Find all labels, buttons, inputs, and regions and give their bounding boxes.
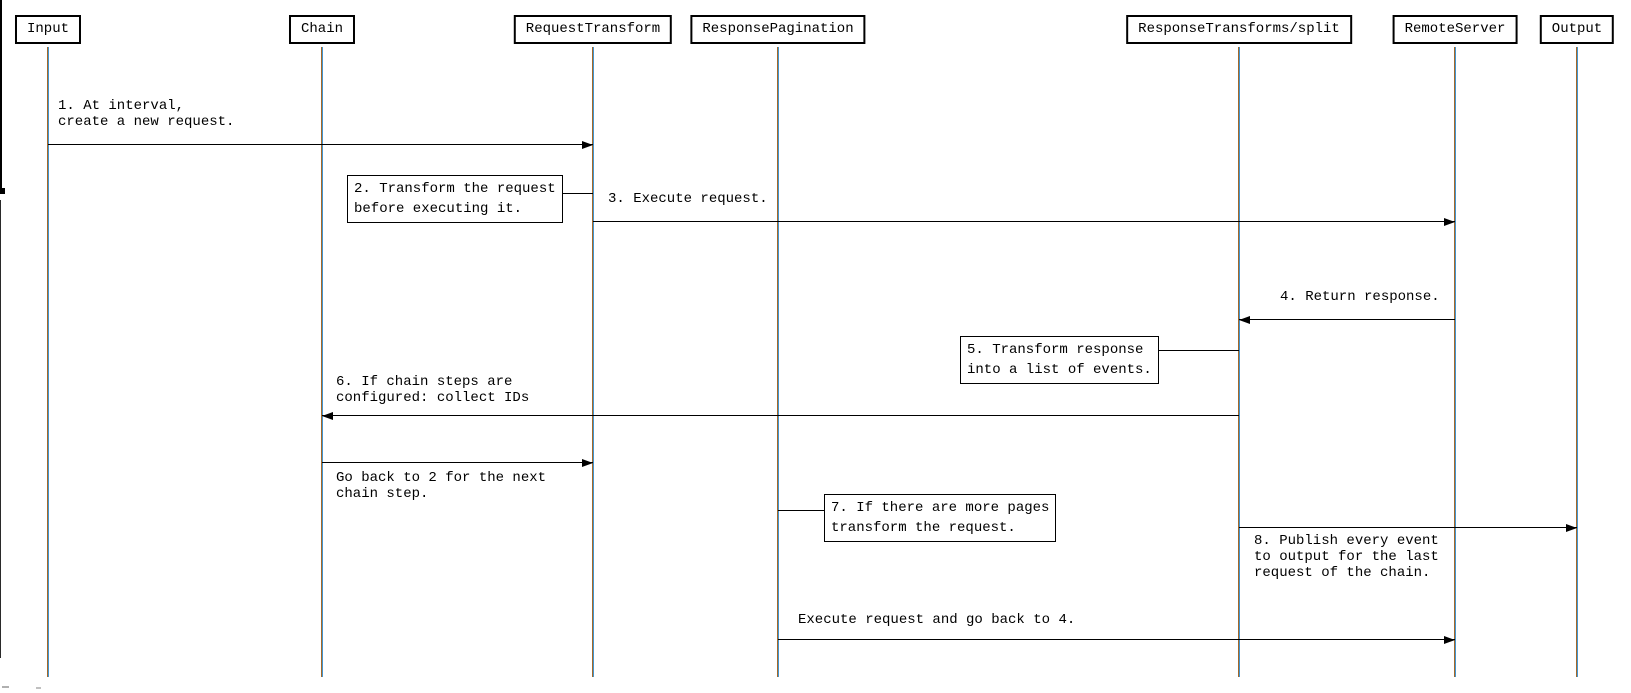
participant-request-transform: RequestTransform <box>513 15 673 44</box>
message-execute-arrowhead-icon <box>1444 636 1455 644</box>
message-1-arrowhead-icon <box>582 141 593 149</box>
message-6-label: 6. If chain steps are configured: collec… <box>336 374 530 406</box>
participant-response-transforms-split: ResponseTransforms/split <box>1126 15 1352 44</box>
note-5-connector <box>1100 350 1239 351</box>
message-6-line <box>322 415 1239 416</box>
message-goback-line <box>322 462 593 463</box>
participant-chain: Chain <box>288 15 356 44</box>
lifeline-response-transforms-split <box>1238 47 1240 677</box>
message-1-line <box>48 144 593 145</box>
message-goback-arrowhead-icon <box>582 459 593 467</box>
screen-edge-tick <box>0 188 5 194</box>
message-3-line <box>593 221 1455 222</box>
stray-mark-right-icon <box>36 687 41 689</box>
message-6-arrowhead-icon <box>322 412 333 420</box>
lifeline-remote-server <box>1454 47 1456 677</box>
message-8-arrowhead-icon <box>1566 524 1577 532</box>
message-execute-line <box>778 639 1455 640</box>
lifeline-output <box>1576 47 1578 677</box>
lifeline-chain <box>321 47 323 677</box>
message-3-label: 3. Execute request. <box>608 191 768 207</box>
message-4-label: 4. Return response. <box>1280 289 1440 305</box>
stray-mark-left-icon <box>2 686 9 688</box>
message-4-line <box>1239 319 1455 320</box>
message-1-label: 1. At interval, create a new request. <box>58 98 235 130</box>
note-5-box: 5. Transform response into a list of eve… <box>960 336 1159 384</box>
message-8-line <box>1239 527 1577 528</box>
screen-edge-line-top <box>0 0 2 193</box>
message-8-label: 8. Publish every event to output for the… <box>1254 533 1439 581</box>
lifeline-request-transform <box>592 47 594 677</box>
lifeline-input <box>47 47 49 677</box>
message-3-arrowhead-icon <box>1444 218 1455 226</box>
participant-remote-server: RemoteServer <box>1392 15 1518 44</box>
screen-edge-line-bottom <box>0 200 1 658</box>
participant-input: Input <box>14 15 82 44</box>
participant-response-pagination: ResponsePagination <box>690 15 866 44</box>
participant-output: Output <box>1539 15 1615 44</box>
message-4-arrowhead-icon <box>1239 316 1250 324</box>
message-execute-label: Execute request and go back to 4. <box>798 612 1076 628</box>
message-goback-label: Go back to 2 for the next chain step. <box>336 470 547 502</box>
note-7-box: 7. If there are more pages transform the… <box>824 494 1057 542</box>
note-2-box: 2. Transform the request before executin… <box>347 175 563 223</box>
lifeline-response-pagination <box>777 47 779 677</box>
